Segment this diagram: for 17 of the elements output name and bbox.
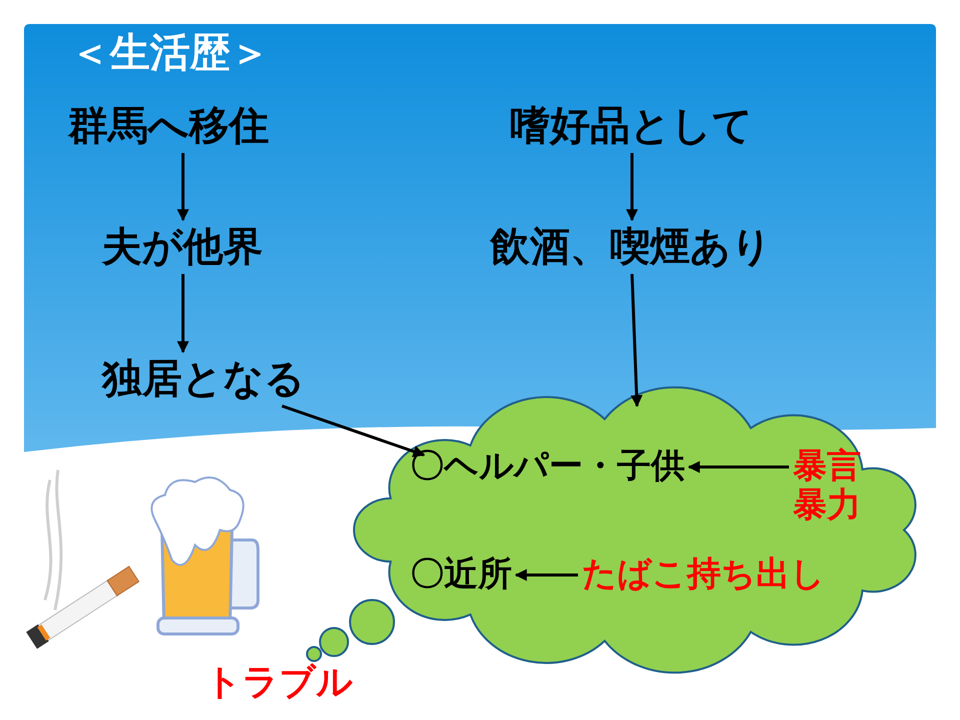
node-text: 飲酒、喫煙あり bbox=[490, 224, 772, 270]
annotation-text: トラブル bbox=[205, 662, 353, 704]
arrow bbox=[688, 461, 789, 473]
node-text: 独居となる bbox=[102, 356, 305, 402]
arrow bbox=[626, 153, 638, 222]
slide-title: ＜生活歴＞ bbox=[70, 30, 270, 76]
node-text: 嗜好品として bbox=[510, 103, 753, 149]
arrow bbox=[177, 153, 189, 222]
arrow bbox=[514, 569, 578, 581]
node-text: 群馬へ移住 bbox=[68, 103, 269, 149]
arrow bbox=[630, 274, 643, 408]
node-text: 夫が他界 bbox=[102, 224, 263, 270]
node-text: 〇近所 bbox=[410, 555, 512, 594]
node-text: たばこ持ち出し bbox=[582, 555, 825, 594]
arrow bbox=[177, 274, 189, 354]
node-text: 暴言暴力 bbox=[793, 447, 863, 526]
arrow bbox=[282, 404, 426, 458]
